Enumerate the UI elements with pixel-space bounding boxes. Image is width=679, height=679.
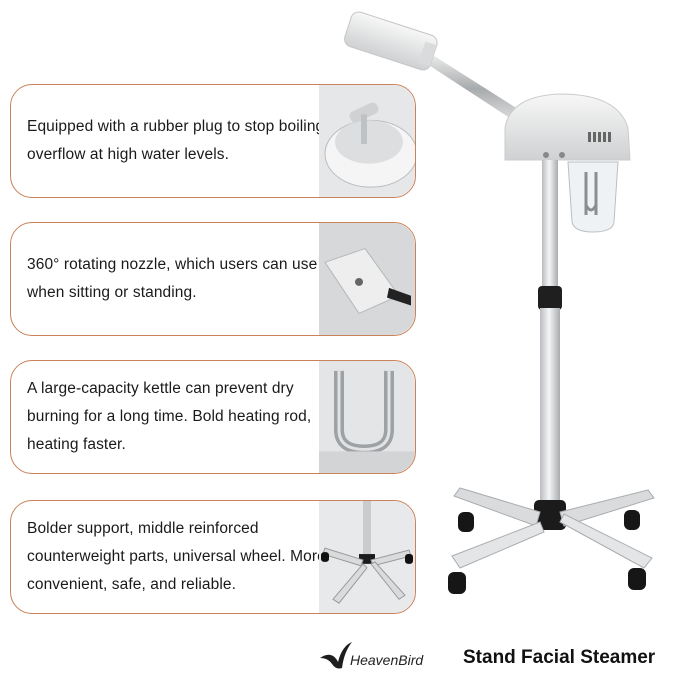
feature-card: Bolder support, middle reinforced counte… — [10, 500, 416, 614]
footer: HeavenBird Stand Facial Steamer — [0, 630, 679, 679]
feature-card: 360° rotating nozzle, which users can us… — [10, 222, 416, 336]
feature-card: A large-capacity kettle can prevent dry … — [10, 360, 416, 474]
feature-card: Equipped with a rubber plug to stop boil… — [10, 84, 416, 198]
facial-steamer-icon — [344, 11, 655, 594]
rubber-plug-icon — [319, 85, 415, 197]
heating-rod-icon — [319, 361, 415, 473]
feature-text: 360° rotating nozzle, which users can us… — [27, 256, 318, 301]
product-image — [300, 0, 679, 640]
product-title: Stand Facial Steamer — [463, 647, 656, 668]
wheel-base-icon — [319, 501, 415, 613]
rotating-nozzle-image — [319, 223, 415, 335]
brand-logo — [318, 638, 468, 678]
wheel-base-image — [319, 501, 415, 613]
feature-text: Equipped with a rubber plug to stop boil… — [27, 118, 325, 163]
rubber-plug-image — [319, 85, 415, 197]
brand-name: HeavenBird — [350, 652, 424, 668]
rotating-nozzle-icon — [319, 223, 415, 335]
feature-text: Bolder support, middle reinforced counte… — [27, 520, 326, 593]
feature-text: A large-capacity kettle can prevent dry … — [27, 380, 312, 453]
heating-rod-image — [319, 361, 415, 473]
heavenbird-logo-icon — [320, 642, 352, 669]
